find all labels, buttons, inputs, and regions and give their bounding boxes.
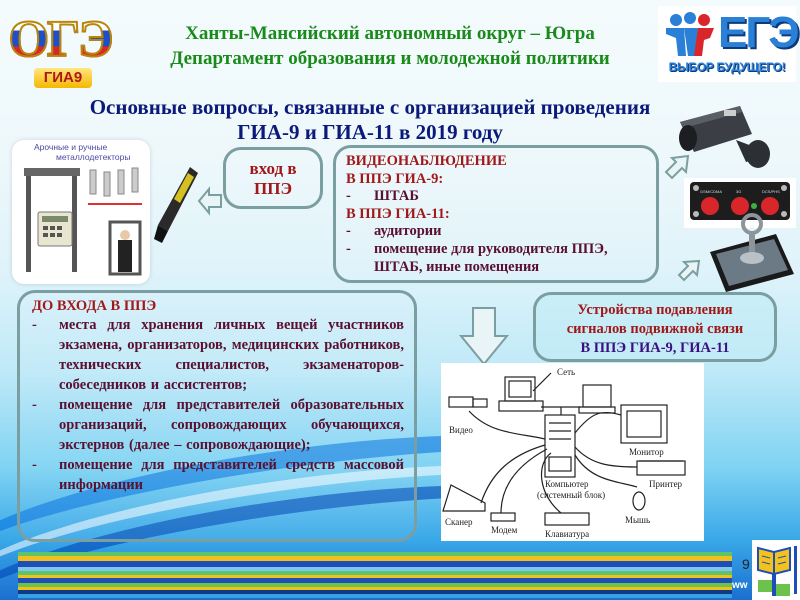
people-icon [666, 12, 714, 56]
metal-detector-arch-icon [24, 167, 142, 276]
before-entry-heading: ДО ВХОДА В ППЭ [32, 298, 157, 314]
signal-jammer-image: GSM/CDMA 3G DCS/PHS [684, 178, 796, 228]
before-entry-item: - помещение для представителей образоват… [32, 397, 404, 453]
video-surveillance-box: ВИДЕОНАБЛЮДЕНИЕ В ППЭ ГИА-9: - ШТАБ В ПП… [333, 145, 659, 283]
metal-detectors-image: Арочные и ручные металлодетекторы [12, 140, 150, 284]
jammer-label-gsm: GSM/CDMA [700, 189, 722, 194]
label-keyboard: Клавиатура [545, 529, 590, 539]
region-heading: Ханты-Мансийский автономный округ – Югра [185, 23, 595, 44]
locked-phone-icon [710, 213, 794, 292]
video-gia11-label: В ППЭ ГИА-11: [346, 205, 450, 222]
label-printer: Принтер [649, 479, 683, 489]
video-heading: ВИДЕОНАБЛЮДЕНИЕ [346, 153, 507, 169]
video-gia11-item: - помещение для руководителя ППЭ, [346, 240, 608, 257]
label-network: Сеть [557, 367, 576, 377]
label-modem: Модем [491, 525, 518, 535]
label-computer: Компьютер [545, 479, 589, 489]
before-entry-item: - помещение для представителей средств м… [32, 457, 404, 493]
label-mouse: Мышь [625, 515, 651, 525]
jammer-box-line1: Устройства подавления [577, 302, 733, 318]
signal-jammer-icon: GSM/CDMA 3G DCS/PHS [690, 182, 790, 220]
oge-logo: ОГЭ ГИА9 [4, 8, 116, 88]
footer-website-text: ww [732, 580, 748, 591]
book-sprout-icon [757, 546, 797, 596]
before-entry-box: ДО ВХОДА В ППЭ - места для хранения личн… [17, 290, 417, 542]
video-gia11-item-continued: ШТАБ, иные помещения [374, 258, 540, 275]
arrow-left-icon [197, 186, 222, 216]
arrow-down-icon [459, 307, 509, 366]
network-diagram-icon [442, 372, 686, 526]
ege-logo-text: ЕГЭ [718, 8, 800, 57]
department-heading: Департамент образования и молодежной пол… [170, 48, 610, 69]
before-entry-item: - места для хранения личных вещей участн… [32, 317, 404, 393]
jammer-label-dcs: DCS/PHS [762, 189, 780, 194]
jammer-label-3g: 3G [736, 189, 741, 194]
signal-jammer-box: Устройства подавления сигналов подвижной… [533, 292, 777, 362]
label-system-unit: (системный блок) [537, 490, 606, 500]
jammer-box-line2: сигналов подвижной связи [566, 321, 744, 337]
page-title-line2: ГИА-9 и ГИА-11 в 2019 году [237, 120, 503, 144]
video-gia11-item: - аудитории [346, 223, 442, 240]
entry-box-line1: вход в [249, 159, 297, 178]
department-logo [752, 540, 800, 600]
label-scanner: Сканер [445, 517, 473, 527]
entry-ppe-box: вход в ППЭ [223, 147, 323, 209]
gia9-badge: ГИА9 [34, 68, 92, 88]
ege-logo: ЕГЭ ВЫБОР БУДУЩЕГО! [658, 6, 800, 82]
cctv-camera-icon [679, 106, 770, 168]
page-title-line1: Основные вопросы, связанные с организаци… [89, 95, 651, 119]
jammer-box-line3: В ППЭ ГИА-9, ГИА-11 [580, 340, 730, 356]
footer-partial-text: 9 [742, 556, 750, 572]
video-gia9-label: В ППЭ ГИА-9: [346, 170, 444, 187]
entry-box-line2: ППЭ [254, 179, 292, 198]
decorative-stripes [18, 552, 732, 598]
label-monitor: Монитор [629, 447, 664, 457]
label-video: Видео [449, 425, 473, 435]
video-gia9-item: - ШТАБ [346, 188, 419, 205]
arrow-up-right-icon [664, 154, 690, 180]
oge-logo-text: ОГЭ [4, 11, 116, 69]
ege-tagline: ВЫБОР БУДУЩЕГО! [668, 60, 786, 74]
arrow-up-right-icon [677, 259, 701, 282]
handheld-metal-detector-icon [154, 167, 198, 243]
computer-network-diagram: Сеть Видео Монитор Компьютер (системный … [441, 363, 704, 541]
metal-detectors-caption: Арочные и ручные металлодетекторы [34, 142, 131, 162]
